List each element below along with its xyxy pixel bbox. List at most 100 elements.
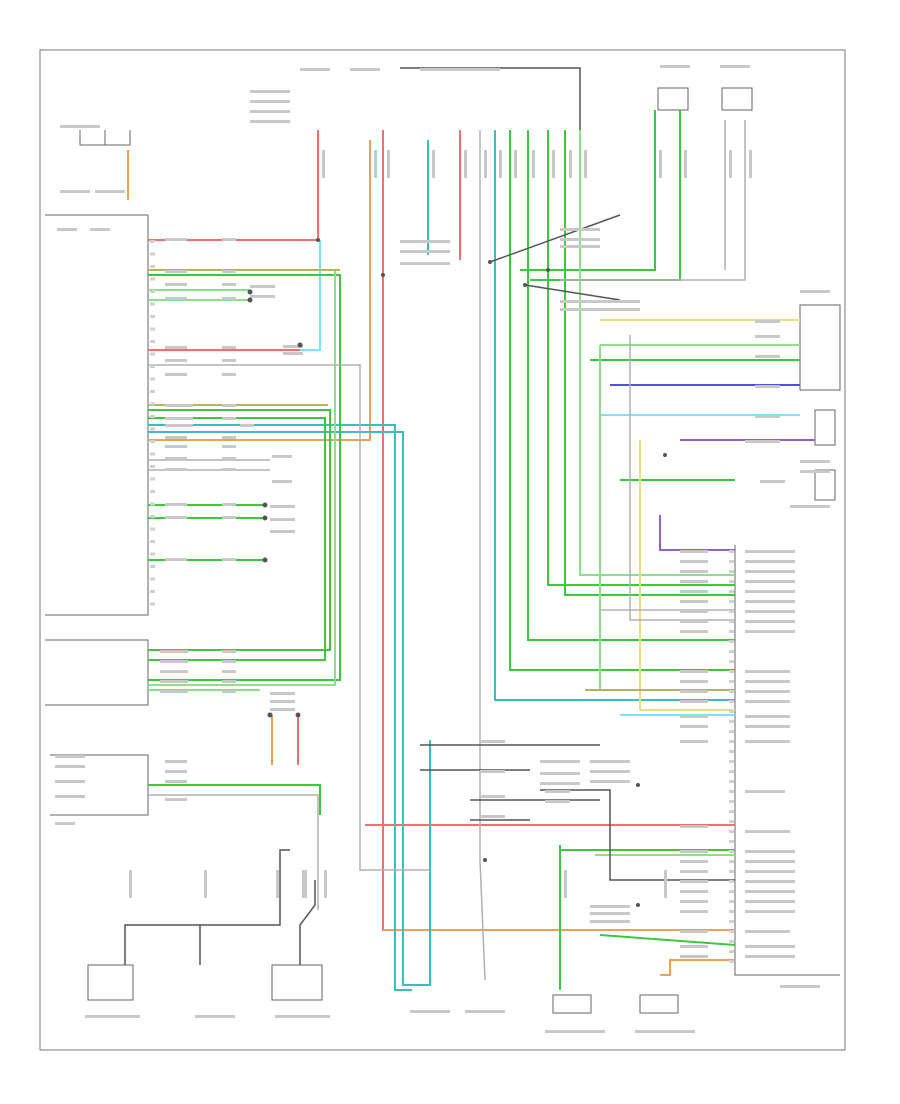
wire-lgreen-c — [599, 345, 735, 691]
wire-label-mark — [680, 590, 708, 593]
wire-label-mark — [222, 436, 236, 439]
wire-label-mark — [250, 90, 290, 93]
wire-label-mark — [745, 955, 795, 958]
pin-mark — [729, 950, 734, 953]
wire-label-mark — [60, 190, 90, 193]
pin-mark — [150, 415, 155, 418]
wire-label-mark — [165, 798, 187, 801]
wire-label-mark — [302, 870, 305, 898]
wire-label-mark — [745, 900, 795, 903]
wire-label-mark — [165, 404, 193, 407]
wire-label-mark — [324, 870, 327, 898]
pin-mark — [729, 840, 734, 843]
wire-label-mark — [745, 620, 795, 623]
pin-mark — [150, 465, 155, 468]
right-module-box — [734, 545, 840, 976]
wire-label-mark — [745, 715, 790, 718]
splice-dot — [488, 260, 492, 264]
wire-label-mark — [55, 780, 85, 783]
wire-label-mark — [55, 755, 85, 758]
pin-mark — [150, 540, 155, 543]
pin-mark — [150, 565, 155, 568]
wire-label-mark — [745, 930, 790, 933]
splice-dot — [483, 858, 487, 862]
wire-label-mark — [90, 228, 110, 231]
wire-label-mark — [680, 890, 708, 893]
wire-label-mark — [635, 1030, 695, 1033]
wire-label-mark — [60, 125, 100, 128]
wire-label-mark — [270, 518, 295, 521]
wire-label-mark — [659, 150, 662, 178]
wire-label-mark — [680, 945, 708, 948]
pin-mark — [729, 930, 734, 933]
wire-lgreen-f — [148, 270, 336, 686]
wire-teal-a — [148, 424, 412, 991]
wire-label-mark — [165, 373, 187, 376]
wire-yellow-b — [639, 440, 735, 711]
wire-label-mark — [322, 150, 325, 178]
wire-label-mark — [745, 870, 795, 873]
wire-label-mark — [684, 150, 687, 178]
wire-label-mark — [745, 590, 795, 593]
pin-mark — [729, 560, 734, 563]
pin-mark — [729, 820, 734, 823]
wire-label-mark — [250, 120, 290, 123]
wire-label-mark — [129, 870, 132, 898]
wire-label-mark — [749, 150, 752, 178]
wire-label-mark — [270, 692, 295, 695]
pin-mark — [150, 515, 155, 518]
wire-label-mark — [564, 870, 567, 898]
pin-mark — [729, 960, 734, 963]
wire-gray-b — [148, 794, 319, 910]
wire-green-c — [547, 130, 735, 586]
wire-label-mark — [480, 815, 505, 818]
wire-label-mark — [540, 760, 580, 763]
wire-label-mark — [283, 345, 303, 348]
pin-mark — [729, 570, 734, 573]
wire-label-mark — [250, 285, 275, 288]
wire-label-mark — [222, 660, 236, 663]
pin-mark — [729, 580, 734, 583]
splice-dot — [636, 783, 640, 787]
wire-label-mark — [350, 68, 380, 71]
wire-black-k — [489, 214, 621, 263]
wire-green-i — [148, 274, 341, 681]
wire-black-h — [600, 789, 735, 881]
wire-label-mark — [590, 920, 630, 923]
wire-purple-a — [659, 515, 735, 551]
wire-label-mark — [560, 300, 640, 303]
wire-label-mark — [755, 320, 780, 323]
pin-mark — [729, 630, 734, 633]
wire-label-mark — [272, 480, 292, 483]
wire-label-mark — [95, 190, 125, 193]
pin-mark — [729, 640, 734, 643]
pin-mark — [150, 477, 155, 481]
wire-label-mark — [55, 765, 85, 768]
wire-label-mark — [745, 740, 790, 743]
wire-label-mark — [300, 68, 330, 71]
connector-right-c — [814, 469, 836, 501]
pin-mark — [150, 277, 155, 281]
pin-mark — [729, 700, 734, 703]
splice-dot — [295, 712, 301, 718]
wire-label-mark — [160, 660, 188, 663]
wire-label-mark — [745, 860, 795, 863]
wire-label-mark — [532, 150, 535, 178]
wire-label-mark — [745, 580, 795, 583]
wire-green-d — [564, 130, 735, 596]
wire-label-mark — [680, 580, 708, 583]
wire-label-mark — [160, 650, 188, 653]
wire-label-mark — [590, 760, 630, 763]
wire-label-mark — [432, 150, 435, 178]
wire-label-mark — [590, 780, 630, 783]
connector-right-a — [799, 304, 841, 391]
pin-mark — [150, 552, 155, 556]
pin-mark — [729, 770, 734, 773]
wire-label-mark — [745, 600, 795, 603]
wire-label-mark — [680, 560, 708, 563]
pin-mark — [150, 402, 155, 406]
pin-mark — [729, 730, 734, 733]
splice-dot — [262, 515, 268, 521]
splice-dot — [267, 712, 273, 718]
